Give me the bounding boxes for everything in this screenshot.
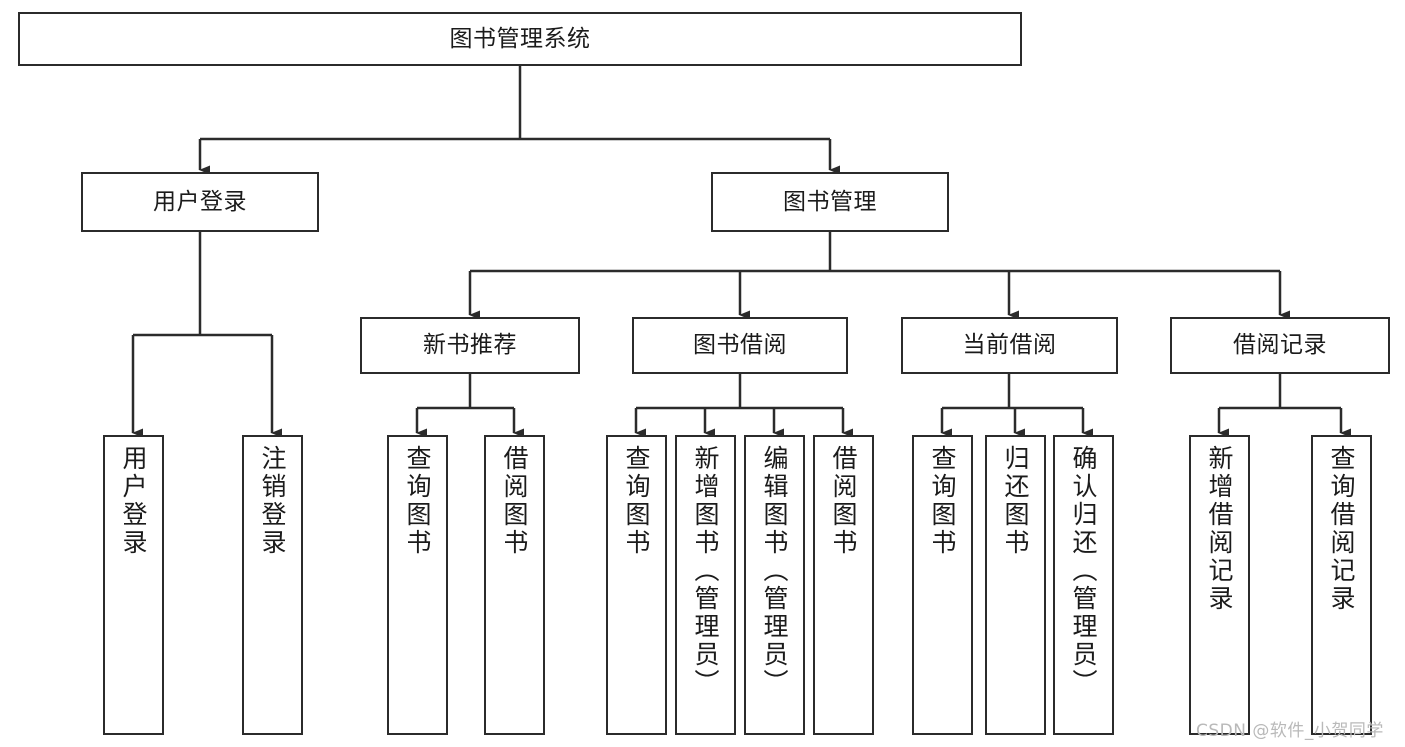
node-leaf-cur-confirm[interactable]: 确认归还（管理员）	[1053, 435, 1114, 735]
node-label: 图书借阅	[693, 332, 787, 359]
node-l2-borrow[interactable]: 图书借阅	[632, 317, 848, 374]
node-label: 借阅图书	[500, 445, 529, 557]
node-label: 借阅记录	[1233, 332, 1327, 359]
node-leaf-cur-return[interactable]: 归还图书	[985, 435, 1046, 735]
node-l1-book[interactable]: 图书管理	[711, 172, 949, 232]
node-label: 新书推荐	[423, 332, 517, 359]
node-leaf-new-borrow[interactable]: 借阅图书	[484, 435, 545, 735]
node-leaf-user-login[interactable]: 用户登录	[103, 435, 164, 735]
node-leaf-user-logout[interactable]: 注销登录	[242, 435, 303, 735]
node-leaf-new-query[interactable]: 查询图书	[387, 435, 448, 735]
node-l2-record[interactable]: 借阅记录	[1170, 317, 1390, 374]
node-label: 查询借阅记录	[1327, 445, 1356, 613]
node-label: 新增借阅记录	[1205, 445, 1234, 613]
node-label: 图书管理系统	[449, 25, 591, 52]
node-leaf-bw-edit[interactable]: 编辑图书（管理员）	[744, 435, 805, 735]
node-leaf-bw-query[interactable]: 查询图书	[606, 435, 667, 735]
node-label: 借阅图书	[829, 445, 858, 557]
connector-lines	[131, 66, 1351, 438]
node-label: 注销登录	[258, 445, 287, 557]
node-l2-current[interactable]: 当前借阅	[901, 317, 1118, 374]
node-label: 归还图书	[1001, 445, 1030, 557]
node-label: 图书管理	[783, 188, 877, 215]
node-leaf-bw-add[interactable]: 新增图书（管理员）	[675, 435, 736, 735]
node-label: 当前借阅	[962, 332, 1057, 359]
node-l2-new[interactable]: 新书推荐	[360, 317, 580, 374]
node-label: 确认归还（管理员）	[1069, 445, 1098, 697]
node-leaf-rec-add[interactable]: 新增借阅记录	[1189, 435, 1250, 735]
node-root[interactable]: 图书管理系统	[18, 12, 1022, 66]
node-label: 查询图书	[928, 445, 957, 557]
node-leaf-cur-query[interactable]: 查询图书	[912, 435, 973, 735]
node-label: 用户登录	[119, 445, 148, 557]
node-label: 编辑图书（管理员）	[760, 445, 789, 697]
node-leaf-rec-query[interactable]: 查询借阅记录	[1311, 435, 1372, 735]
node-l1-user[interactable]: 用户登录	[81, 172, 319, 232]
node-label: 查询图书	[622, 445, 651, 557]
node-leaf-bw-borrow[interactable]: 借阅图书	[813, 435, 874, 735]
node-label: 新增图书（管理员）	[691, 445, 720, 697]
node-label: 用户登录	[153, 188, 247, 215]
node-label: 查询图书	[403, 445, 432, 557]
